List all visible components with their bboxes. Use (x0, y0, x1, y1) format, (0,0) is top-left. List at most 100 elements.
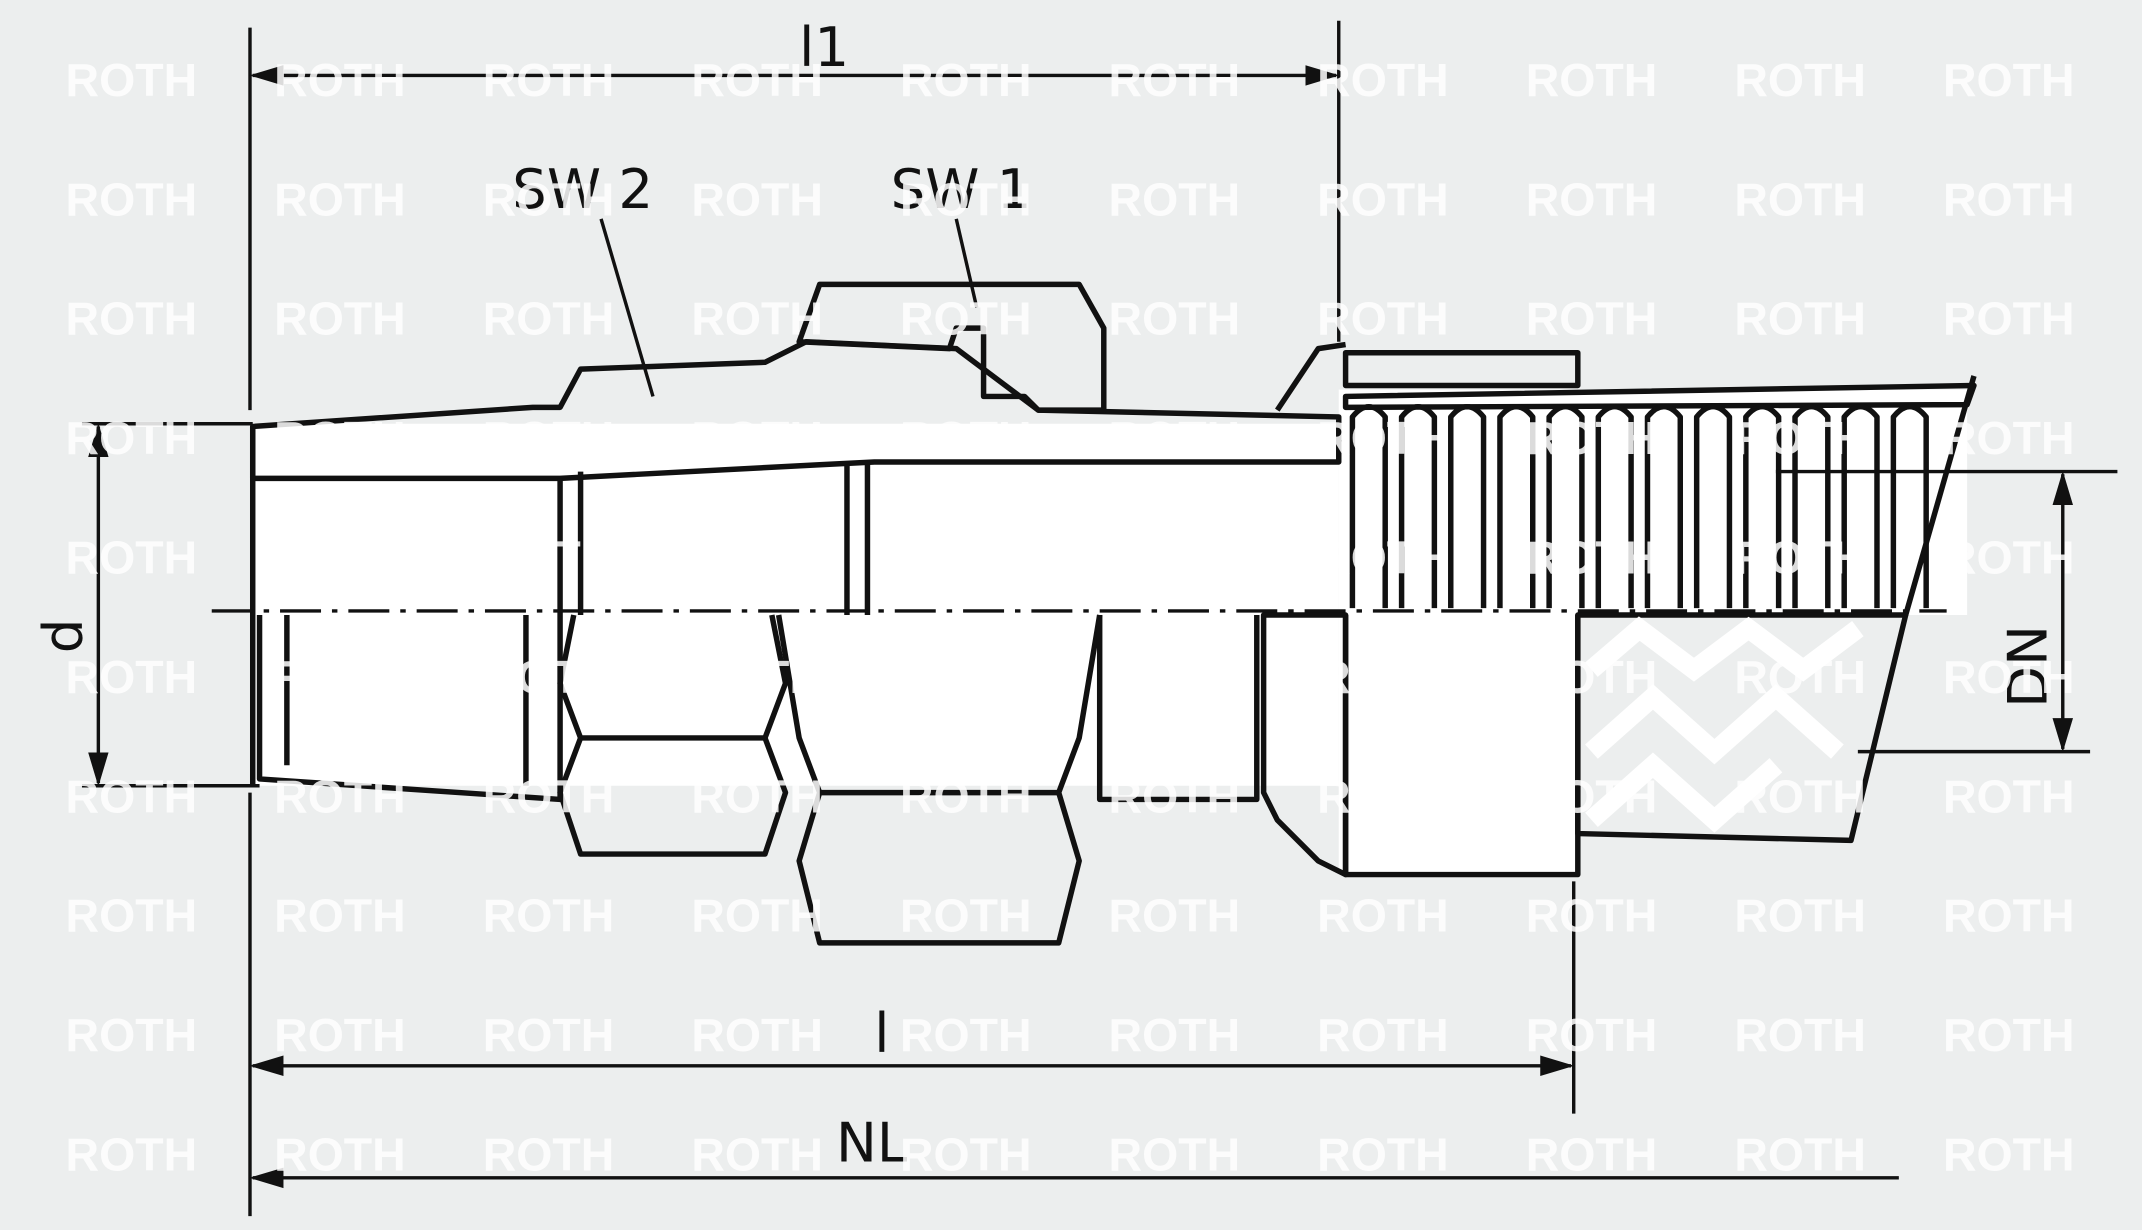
label-d: d (31, 619, 95, 654)
corrugation (1448, 403, 1487, 609)
leader-lines (599, 218, 979, 397)
watermark-text: ROTH (66, 412, 198, 464)
watermark-text: ROTH (1943, 54, 2075, 106)
watermark-text: ROTH (691, 770, 823, 822)
corrugation (1497, 403, 1536, 609)
watermark-text: ROTH (1109, 651, 1241, 703)
watermark-text: ROTH (1943, 293, 2075, 345)
watermark-text: ROTH (1526, 412, 1658, 464)
watermark-text: ROTH (1734, 293, 1866, 345)
corrugation (1398, 403, 1438, 609)
watermark-text: ROTH (1734, 1009, 1866, 1061)
watermark-text: ROTH (900, 173, 1032, 225)
watermark-text: ROTH (1734, 173, 1866, 225)
watermark-text: ROTH (900, 531, 1032, 583)
watermark-text: ROTH (66, 1009, 198, 1061)
watermark-text: ROTH (691, 54, 823, 106)
watermark-text: ROTH (1317, 293, 1449, 345)
label-sw2: SW 2 (512, 157, 653, 221)
watermark-text: ROTH (1734, 412, 1866, 464)
watermark-text: ROTH (1526, 651, 1658, 703)
watermark-text: ROTH (1317, 770, 1449, 822)
watermark-text: ROTH (1109, 890, 1241, 942)
watermark-text: ROTH (1317, 54, 1449, 106)
watermark-text: ROTH (1734, 1128, 1866, 1180)
watermark-text: ROTH (1734, 890, 1866, 942)
watermark-text: ROTH (66, 293, 198, 345)
watermark-text: ROTH (900, 890, 1032, 942)
watermark-text: ROTH (483, 531, 615, 583)
corrugation (1743, 403, 1782, 609)
watermark-text: ROTH (1317, 412, 1449, 464)
watermark-text: ROTH (1526, 1009, 1658, 1061)
watermark-text: ROTH (691, 890, 823, 942)
watermark-text: ROTH (1109, 1009, 1241, 1061)
watermark-text: ROTH (691, 293, 823, 345)
watermark-text: ROTH (1317, 651, 1449, 703)
watermark-text: ROTH (1943, 531, 2075, 583)
watermark-text: ROTH (274, 412, 406, 464)
watermark-text: ROTH (1317, 1128, 1449, 1180)
watermark-text: ROTH (274, 1128, 406, 1180)
watermark-text: ROTH (691, 531, 823, 583)
watermark-text: ROTH (483, 1128, 615, 1180)
corrugation (1644, 403, 1683, 609)
watermark-text: ROTH (483, 1009, 615, 1061)
watermark-text: ROTH (274, 173, 406, 225)
corrugation (1349, 403, 1388, 609)
watermark-text: ROTH (1109, 1128, 1241, 1180)
watermark-text: ROTH (483, 651, 615, 703)
watermark-text: ROTH (1526, 1128, 1658, 1180)
watermark-text: ROTH (900, 651, 1032, 703)
watermark-text: ROTH (1317, 173, 1449, 225)
watermark-text: ROTH (900, 293, 1032, 345)
watermark-text: ROTH (1526, 293, 1658, 345)
corrugated-hose (1349, 403, 1929, 609)
watermark-text: ROTH (1317, 890, 1449, 942)
watermark-text: ROTH (1943, 173, 2075, 225)
watermark-text: ROTH (1526, 173, 1658, 225)
watermark-text: ROTH (1734, 651, 1866, 703)
watermark-text: ROTH (66, 890, 198, 942)
watermark-text: ROTH (66, 531, 198, 583)
watermark-text: ROTH (1943, 770, 2075, 822)
label-sw1: SW 1 (891, 157, 1032, 221)
watermark-text: ROTH (691, 1009, 823, 1061)
watermark-text: ROTH (274, 770, 406, 822)
watermark-text: ROTH (1109, 531, 1241, 583)
watermark-text: ROTH (691, 1128, 823, 1180)
watermark-text: ROTH (1109, 412, 1241, 464)
watermark-text: ROTH (274, 1009, 406, 1061)
watermark-text: ROTH (66, 173, 198, 225)
watermark-text: ROTH (66, 54, 198, 106)
watermark-text: ROTH (900, 1009, 1032, 1061)
corrugation (1890, 403, 1929, 609)
watermark-text: ROTH (1734, 54, 1866, 106)
watermark-text: ROTH (1734, 531, 1866, 583)
watermark-text: ROTH (274, 293, 406, 345)
watermark-text: ROTH (1526, 531, 1658, 583)
watermark-text: ROTH (1943, 1009, 2075, 1061)
watermark-text: ROTH (1109, 54, 1241, 106)
watermark-text: ROTH (66, 770, 198, 822)
watermark-text: ROTH (483, 412, 615, 464)
watermark-text: ROTH (691, 651, 823, 703)
watermark-text: ROTH (1109, 293, 1241, 345)
watermark-text: ROTH (1317, 1009, 1449, 1061)
fitting-body (249, 281, 1977, 946)
watermark-text: ROTH (1526, 890, 1658, 942)
label-l1: l1 (799, 15, 849, 79)
watermark-text: ROTH (1734, 770, 1866, 822)
watermark-text: ROTH (1943, 890, 2075, 942)
watermark-text: ROTH (483, 770, 615, 822)
dimension-d (81, 422, 260, 788)
watermark-text: ROTH (900, 412, 1032, 464)
watermark-text: ROTH (900, 1128, 1032, 1180)
watermark-grid: ROTH ROTH ROTH ROTH ROTH ROTH ROTH ROTH ROTH ROTH… (66, 54, 2075, 1181)
dimension-l (248, 792, 1576, 1217)
watermark-text: ROTH (483, 890, 615, 942)
watermark-text: ROTH (1943, 1128, 2075, 1180)
watermark-text: ROTH (1109, 770, 1241, 822)
